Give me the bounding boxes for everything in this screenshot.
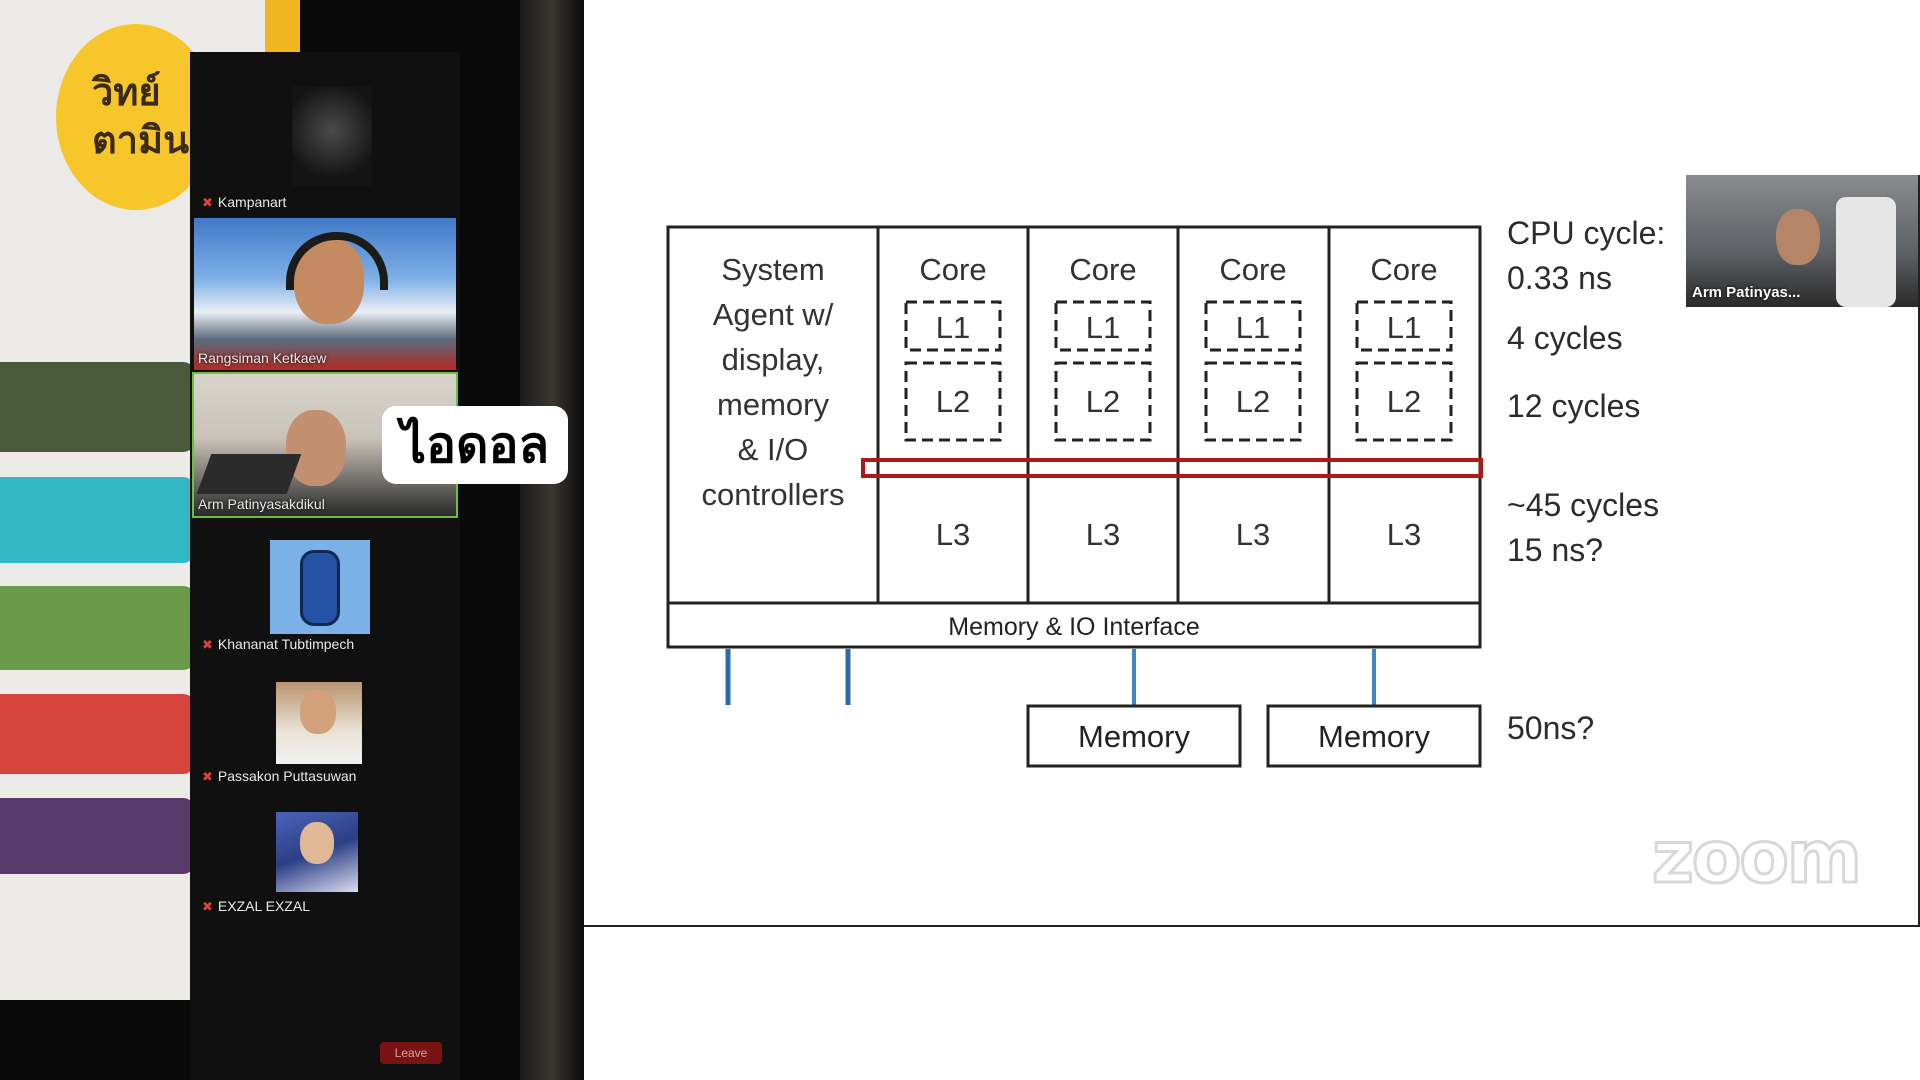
cpu-cycle-label: CPU cycle:: [1507, 215, 1666, 251]
zoom-watermark: zoom: [1651, 814, 1864, 901]
system-agent-line: System: [721, 252, 824, 287]
system-agent-line: controllers: [702, 477, 845, 512]
memory-io-interface-label: Memory & IO Interface: [948, 613, 1199, 641]
idol-caption: ไอดอล: [382, 406, 568, 484]
logo-text: วิทย์ ตามิน: [92, 68, 212, 164]
presenter-video[interactable]: Arm Patinyas...: [1686, 175, 1918, 307]
l3-label: L3: [1387, 517, 1421, 552]
person-silhouette: [286, 410, 346, 486]
participant-tile[interactable]: ✖ Khananat Tubtimpech: [192, 536, 458, 656]
leave-button[interactable]: Leave: [380, 1042, 442, 1064]
memory-latency: 50ns?: [1507, 710, 1595, 746]
memory-io-interface-box: [666, 601, 1482, 649]
stripe-cyan: [0, 477, 195, 563]
cpu-cycle-value: 0.33 ns: [1507, 260, 1612, 296]
logo-circle: [56, 24, 216, 210]
robot-icon: [300, 550, 340, 626]
muted-mic-icon: ✖: [202, 899, 213, 914]
participant-tile-active[interactable]: Arm Patinyasakdikul: [192, 372, 458, 518]
participant-name: Khananat Tubtimpech: [217, 636, 355, 652]
participant-tile[interactable]: ✖ Passakon Puttasuwan: [192, 680, 458, 790]
participant-photo: [276, 682, 362, 764]
l1-cache: [904, 300, 1002, 352]
cache-hierarchy-diagram: Memory & IO Interface System Agent w/ di…: [666, 225, 1483, 768]
system-agent-line: memory: [717, 387, 829, 422]
zoom-gallery-photo: วิทย์ ตามิน ✖ Kampanart Rangsiman Ketkaew: [0, 0, 584, 1080]
l1-cache: [1355, 300, 1453, 352]
l3-latency-ns: 15 ns?: [1507, 532, 1604, 568]
stripe-green: [0, 586, 195, 670]
stripe-red: [0, 694, 195, 774]
stripe-purple: [0, 798, 195, 874]
participant-name: Kampanart: [217, 194, 287, 210]
l1-label: L1: [1236, 310, 1270, 345]
l1-label: L1: [936, 310, 970, 345]
participant-tile[interactable]: ✖ EXZAL EXZAL: [192, 812, 458, 922]
memory-label: Memory: [1318, 719, 1430, 754]
system-agent-line: display,: [722, 342, 825, 377]
system-agent-label: System Agent w/ display, memory & I/O co…: [702, 252, 845, 512]
l2-label: L2: [1387, 384, 1421, 419]
stripe-olive: [0, 362, 195, 452]
logo-text-line1: วิทย์: [92, 70, 161, 114]
participant-name: Rangsiman Ketkaew: [198, 350, 327, 366]
system-agent-line: Agent w/: [713, 297, 834, 332]
l3-latency-cycles: ~45 cycles: [1507, 487, 1660, 523]
l2-label: L2: [1086, 384, 1120, 419]
ring-bus-highlight: [861, 458, 1483, 478]
core-label: Core: [1219, 252, 1286, 287]
l1-label: L1: [1086, 310, 1120, 345]
participant-name: EXZAL EXZAL: [217, 898, 310, 914]
muted-mic-icon: ✖: [202, 769, 213, 784]
person-silhouette: [300, 690, 336, 734]
memory-box: [1266, 704, 1482, 768]
l1-cache: [1204, 300, 1302, 352]
slide: Memory & IO Interface System Agent w/ di…: [584, 175, 1920, 927]
l2-label: L2: [936, 384, 970, 419]
core-label: Core: [1370, 252, 1437, 287]
processor-outline: [666, 225, 1482, 605]
muted-mic-icon: ✖: [202, 637, 213, 652]
participant-name: Arm Patinyasakdikul: [198, 496, 325, 512]
shared-screen: Memory & IO Interface System Agent w/ di…: [584, 0, 1920, 1080]
l2-label: L2: [1236, 384, 1270, 419]
robot-avatar: [270, 540, 370, 634]
participant-video: [292, 86, 372, 186]
participant-tile[interactable]: ✖ Kampanart: [192, 52, 458, 212]
headphones-icon: [286, 232, 388, 290]
presenter-name: Arm Patinyas...: [1692, 284, 1801, 301]
logo-text-line2: ตามิน: [92, 118, 190, 162]
memory-box: [1026, 704, 1242, 768]
system-agent-line: & I/O: [738, 432, 809, 467]
participant-video: [194, 218, 456, 370]
l3-label: L3: [936, 517, 970, 552]
monitor-bezel: [520, 0, 584, 1080]
l1-cache: [1054, 300, 1152, 352]
l1-latency: 4 cycles: [1507, 320, 1623, 356]
l2-latency: 12 cycles: [1507, 388, 1641, 424]
person-silhouette: [1776, 209, 1820, 265]
participant-photo: [276, 812, 358, 892]
chair-shape: [1836, 197, 1896, 307]
laptop-icon: [196, 454, 302, 494]
l3-label: L3: [1086, 517, 1120, 552]
core-label: Core: [1069, 252, 1136, 287]
l3-label: L3: [1236, 517, 1270, 552]
muted-mic-icon: ✖: [202, 195, 213, 210]
memory-label: Memory: [1078, 719, 1190, 754]
participant-name: Passakon Puttasuwan: [217, 768, 357, 784]
core-label: Core: [919, 252, 986, 287]
person-silhouette: [300, 822, 334, 864]
participant-tile[interactable]: Rangsiman Ketkaew: [192, 218, 458, 370]
l1-label: L1: [1387, 310, 1421, 345]
